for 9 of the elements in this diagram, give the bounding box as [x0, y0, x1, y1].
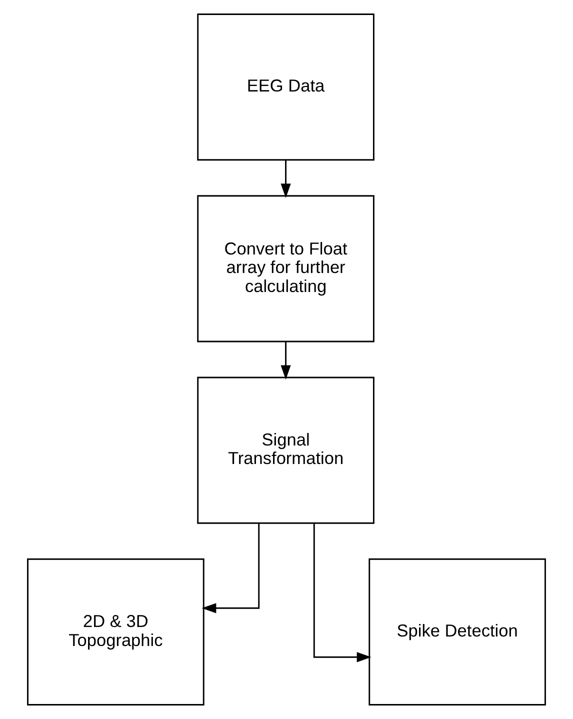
arrow: [202, 523, 260, 614]
node-box: 2D & 3D Topographic: [27, 558, 204, 706]
node-box: Signal Transformation: [197, 376, 374, 524]
arrow: [313, 523, 372, 662]
node-box: Spike Detection: [368, 558, 546, 706]
node-box: Convert to Float array for further calculating: [197, 195, 374, 342]
arrow: [280, 160, 291, 198]
arrow: [280, 342, 291, 380]
node-box: EEG Data: [197, 14, 374, 161]
